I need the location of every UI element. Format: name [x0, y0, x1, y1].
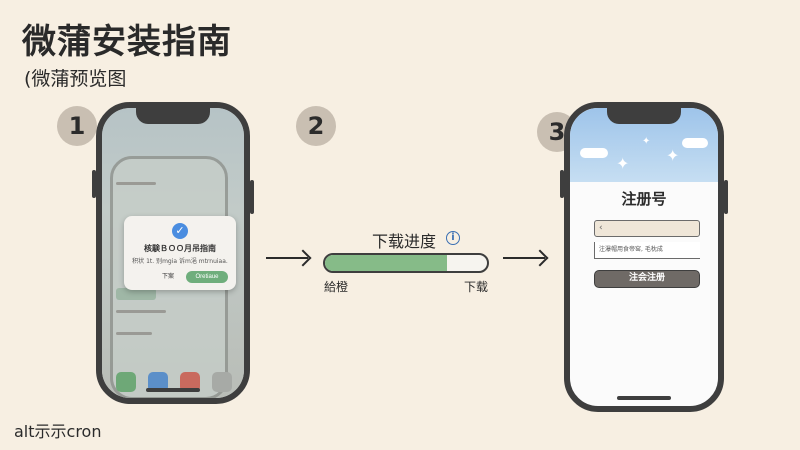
phone1-notch	[136, 108, 210, 124]
phone3-power-button	[724, 180, 728, 214]
register-button[interactable]: 注会注册	[594, 270, 700, 288]
dialog-cancel-button[interactable]: 下案	[154, 271, 182, 283]
cloud-icon	[682, 138, 708, 148]
phone3-home-indicator	[617, 396, 671, 400]
phone3-side-button	[560, 170, 564, 198]
phone-app-icon[interactable]	[116, 372, 136, 392]
sky-header-illustration: ✦ ✦ ✦	[570, 108, 718, 182]
phone1-blur-green-chip	[116, 288, 156, 300]
messages-app-icon[interactable]	[148, 372, 168, 392]
register-title: 注册号	[621, 190, 667, 208]
phone1-power-button	[250, 180, 254, 214]
phone1-blur-line	[116, 332, 152, 335]
download-progress-label: 下载进度	[372, 232, 437, 251]
phone-frame-step3: ✦ ✦ ✦ 注册号 ‹ 注瀑帽用食帝窑, 毛枕成 注会注册	[564, 102, 724, 412]
dialog-confirm-button[interactable]: Oretiaue	[186, 271, 228, 283]
check-icon: ✓	[172, 223, 188, 239]
dialog-title: 核験ＢＯＯ月吊指南	[144, 244, 216, 253]
settings-app-icon[interactable]	[212, 372, 232, 392]
password-input[interactable]: 注瀑帽用食帝窑, 毛枕成	[594, 242, 700, 259]
phone-frame-step1: ✓ 核験ＢＯＯ月吊指南 积状 1t. 别mgia 诉m浥 mtrnuiaa. 下…	[96, 102, 250, 404]
sparkle-icon: ✦	[666, 146, 680, 165]
phone1-side-button	[92, 170, 96, 198]
progress-end-label: 下载	[464, 280, 489, 294]
page-subtitle: (微蒲预览图	[24, 68, 127, 90]
download-progress-fill	[325, 255, 447, 271]
arrow-right-icon	[266, 257, 308, 259]
download-progress-bar	[323, 253, 489, 273]
username-input[interactable]: ‹	[594, 220, 700, 237]
phone1-blur-line	[116, 182, 156, 185]
phone1-home-indicator	[146, 388, 200, 392]
step-badge-1: 1	[57, 106, 97, 146]
phone1-blur-line	[116, 310, 166, 313]
sparkle-icon: ✦	[642, 136, 651, 147]
page-title: 微蒲安装指南	[22, 22, 232, 62]
gallery-app-icon[interactable]	[180, 372, 200, 392]
cloud-icon	[580, 148, 608, 158]
phone3-notch	[607, 108, 681, 124]
info-icon[interactable]: i	[446, 231, 460, 245]
step-badge-2: 2	[296, 106, 336, 146]
dialog-body: 积状 1t. 别mgia 诉m浥 mtrnuiaa.	[132, 258, 228, 265]
progress-start-label: 給橙	[324, 280, 349, 294]
arrow-right-icon	[503, 257, 545, 259]
sparkle-icon: ✦	[616, 154, 630, 173]
alt-text-caption: alt示示cron	[14, 422, 102, 441]
install-dialog: ✓ 核験ＢＯＯ月吊指南 积状 1t. 别mgia 诉m浥 mtrnuiaa. 下…	[124, 216, 236, 290]
